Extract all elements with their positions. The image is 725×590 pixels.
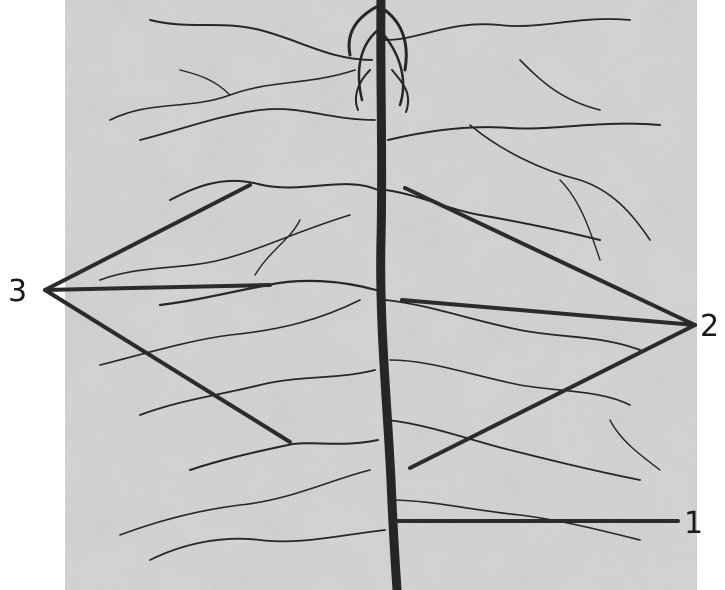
label-2: 2 [700,309,719,344]
label-3: 3 [8,274,27,309]
label-1: 1 [684,506,703,541]
